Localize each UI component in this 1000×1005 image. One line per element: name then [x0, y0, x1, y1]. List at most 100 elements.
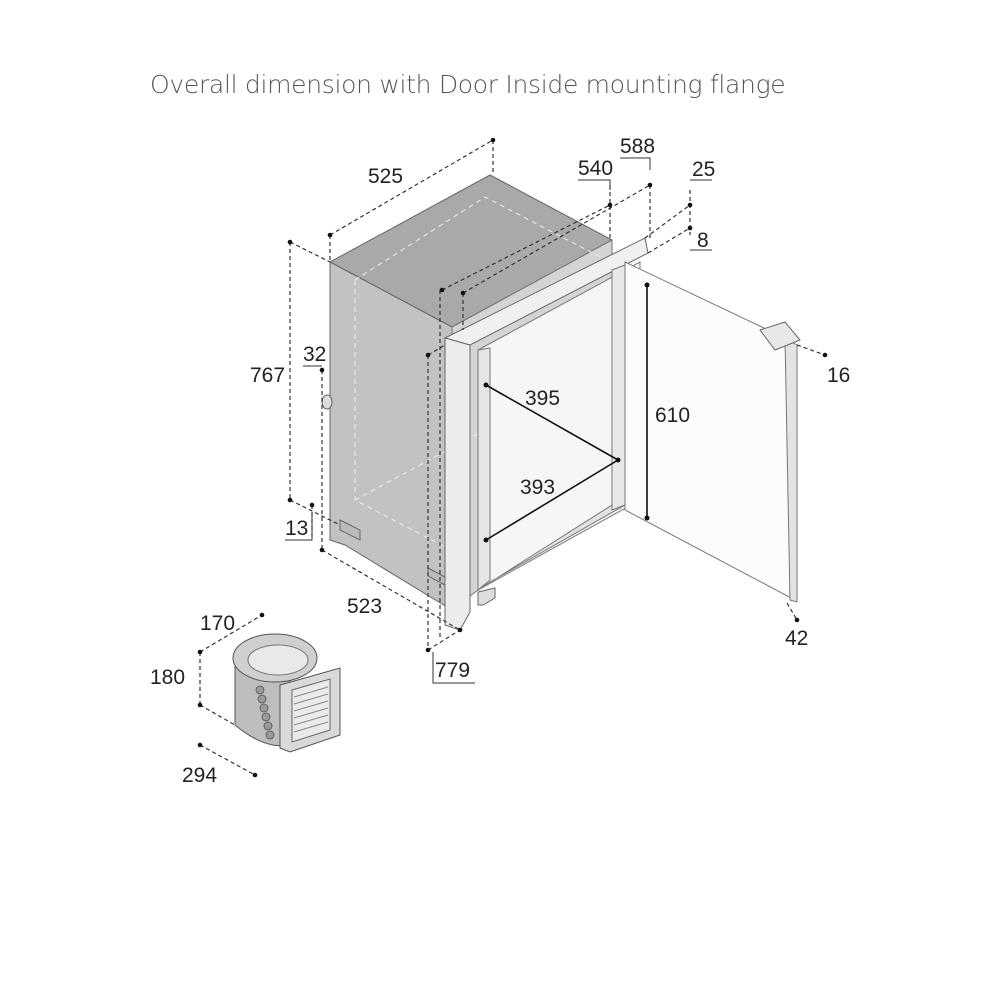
dim-point	[287, 497, 293, 503]
cooling-unit	[232, 633, 341, 753]
dim-point	[425, 352, 431, 358]
bottom-hinge	[477, 587, 496, 606]
coil	[265, 730, 275, 740]
cabinet-side-face	[329, 261, 453, 611]
dimline-525	[329, 139, 494, 236]
coil	[257, 694, 267, 704]
label-588: 588	[620, 135, 655, 158]
dim-point	[483, 382, 489, 388]
dimline-8	[647, 227, 691, 254]
label-294: 294	[182, 764, 217, 787]
dim-point	[252, 772, 258, 778]
label-42: 42	[785, 627, 808, 650]
inner-dimension-lines	[483, 282, 650, 543]
slat	[293, 700, 329, 712]
label-779: 779	[435, 659, 470, 682]
dim-point	[197, 742, 203, 748]
slat	[293, 693, 329, 705]
dim-point	[490, 137, 496, 143]
door	[624, 261, 801, 603]
dimline-523	[321, 549, 461, 631]
door-hinge-top	[759, 321, 801, 351]
dimline-588	[462, 184, 651, 294]
frame-right	[611, 264, 626, 511]
slat	[293, 686, 329, 698]
dim-point	[425, 647, 431, 653]
dim-point	[319, 547, 325, 553]
slat	[293, 707, 329, 719]
dim-point	[197, 702, 203, 708]
frame-left	[444, 337, 471, 631]
dimension-endpoints	[197, 137, 828, 778]
dim-point	[822, 352, 828, 358]
page-title: Overall dimension with Door Inside mount…	[150, 70, 786, 99]
dim-point	[309, 502, 315, 508]
dim-point	[287, 239, 293, 245]
cooling-unit-coil	[255, 685, 275, 740]
dim-point	[687, 202, 693, 208]
hidden-edge-3	[354, 429, 486, 501]
label-767: 767	[250, 364, 285, 387]
coil	[261, 712, 271, 722]
leader-540	[578, 179, 611, 190]
dim-point	[197, 649, 203, 655]
label-16: 16	[827, 364, 850, 387]
cabinet-foot-left	[339, 519, 361, 541]
dim-point	[607, 202, 613, 208]
dimline-393	[485, 459, 619, 541]
dimline-294	[199, 744, 256, 776]
dim-point	[647, 182, 653, 188]
cooling-unit-slats	[293, 686, 329, 733]
label-32: 32	[303, 343, 326, 366]
dim-point	[457, 627, 463, 633]
dim-point	[327, 232, 333, 238]
label-180: 180	[150, 666, 185, 689]
dimline-540	[441, 204, 611, 291]
slat	[293, 714, 329, 726]
dimension-labels: 525 540 588 25 8 767 32 395 610 393 16 1…	[150, 135, 850, 787]
label-13: 13	[285, 517, 308, 540]
label-525: 525	[368, 165, 403, 188]
dim-point	[794, 617, 800, 623]
coil	[263, 721, 273, 731]
dimline-25	[644, 204, 691, 239]
leader-13	[285, 515, 313, 541]
label-395: 395	[525, 387, 560, 410]
dim-point	[259, 612, 265, 618]
dim-point	[439, 287, 445, 293]
dimline-779-c	[427, 629, 461, 651]
dimline-16	[796, 344, 826, 356]
cooling-unit-top-inner	[247, 644, 309, 676]
slat	[293, 721, 329, 733]
dim-point	[644, 515, 650, 521]
ext-767-a	[289, 241, 331, 263]
dim-point	[687, 225, 693, 231]
dimline-395	[485, 384, 619, 461]
side-knob	[321, 394, 333, 410]
dimline-170	[199, 614, 263, 653]
dim-point	[644, 282, 650, 288]
leader-588	[620, 157, 651, 170]
leader-lines	[285, 157, 712, 684]
dim-point	[460, 290, 466, 296]
label-170: 170	[200, 612, 235, 635]
coil	[255, 685, 265, 695]
label-523: 523	[347, 595, 382, 618]
label-8: 8	[697, 229, 709, 252]
label-25: 25	[692, 158, 715, 181]
ext-779-a	[427, 344, 446, 356]
dim-point	[483, 537, 489, 543]
ext-294	[199, 704, 236, 726]
dimline-42	[786, 602, 798, 621]
leader-779	[432, 652, 475, 684]
door-panel	[624, 261, 796, 601]
hidden-edges	[354, 196, 611, 281]
coil	[259, 703, 269, 713]
outer-dimension-lines	[199, 139, 826, 776]
label-540: 540	[578, 157, 613, 180]
label-610: 610	[655, 404, 690, 427]
ext-767-b	[289, 499, 341, 526]
dim-point	[319, 367, 325, 373]
